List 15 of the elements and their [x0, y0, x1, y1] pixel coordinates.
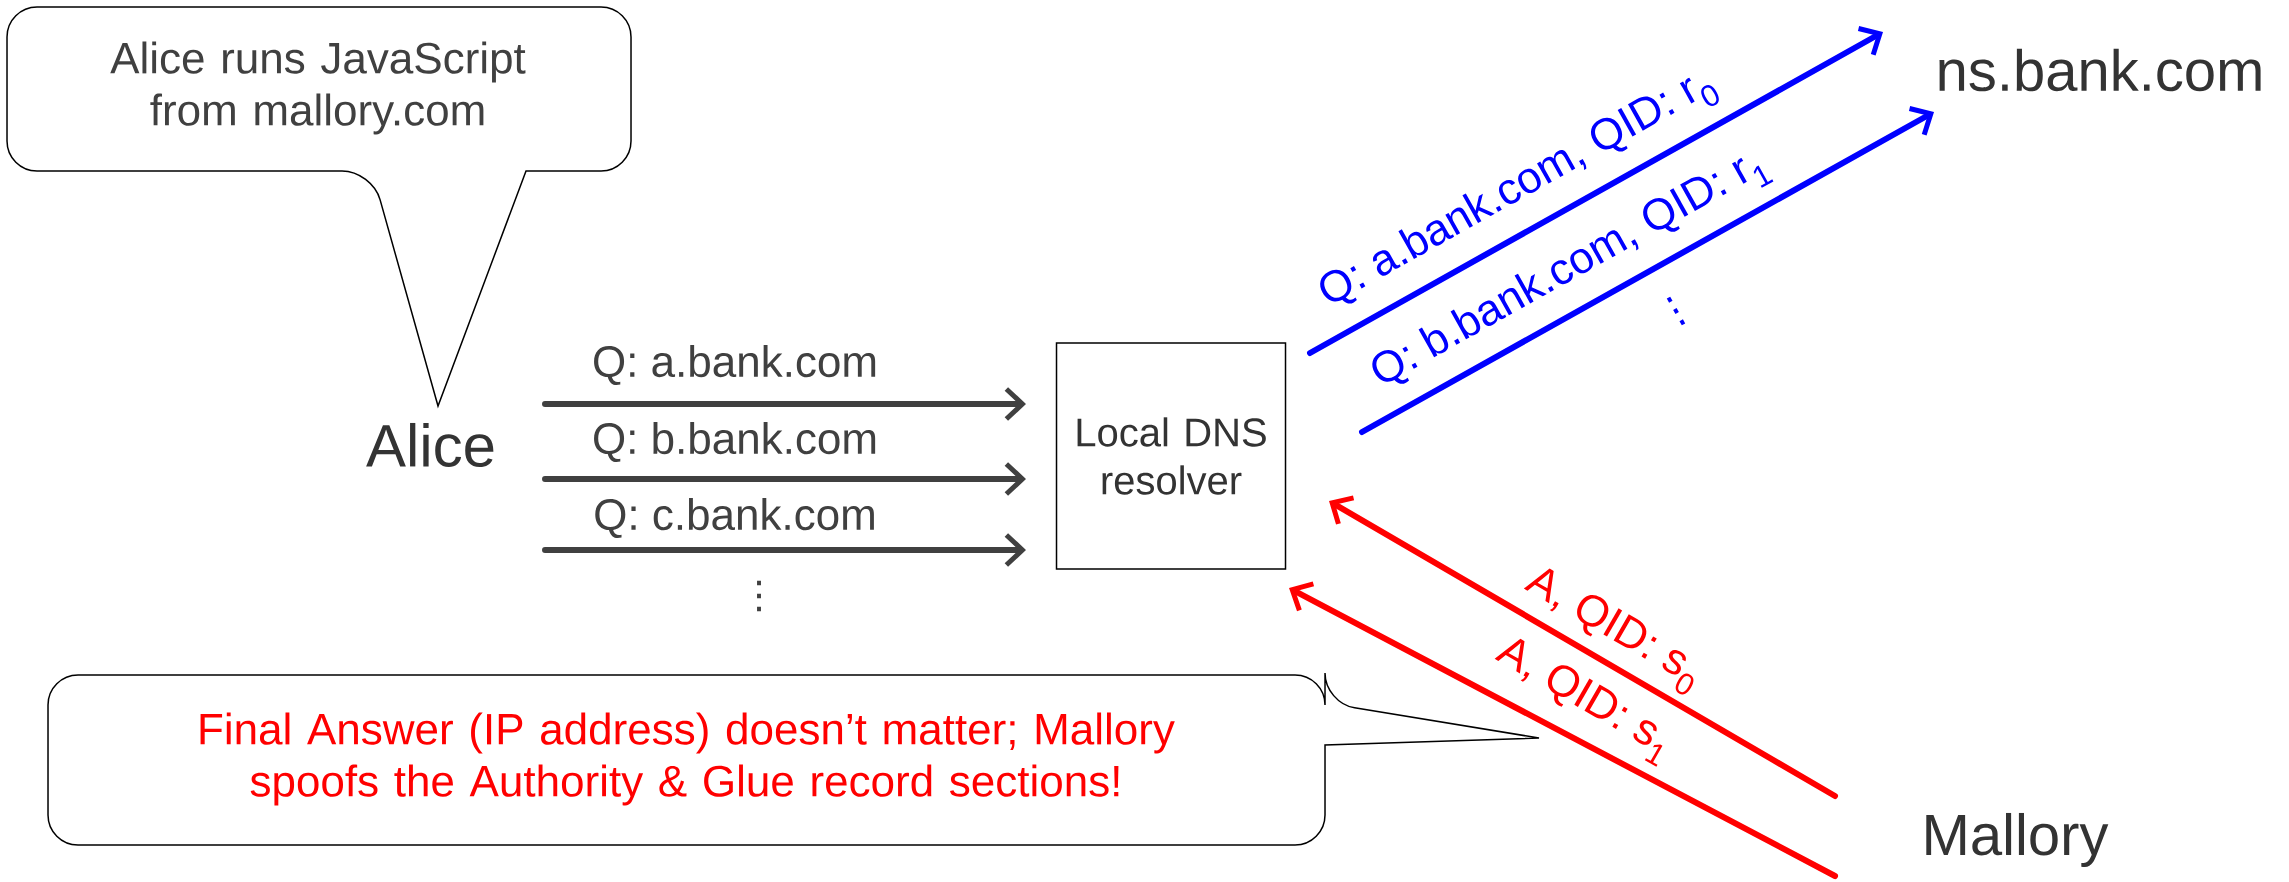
arrow — [542, 533, 1026, 567]
arrow — [542, 462, 1026, 496]
server-label: ns.bank.com — [1939, 48, 2261, 92]
edge-label: Q: c.bank.com — [595, 497, 874, 539]
arrow — [1329, 495, 1838, 799]
ellipsis: ⋮ — [757, 580, 761, 612]
ellipsis: ⋮ — [1666, 296, 1686, 326]
arrow — [542, 387, 1026, 421]
resolver-box: Local DNS resolver — [1055, 342, 1287, 570]
person-label: Alice — [366, 422, 494, 467]
person-label: Mallory — [1926, 812, 2109, 867]
arrow — [1289, 581, 1838, 879]
arrow — [1359, 106, 1934, 435]
edge-label: Q: b.bank.com — [594, 421, 876, 463]
arrow — [1307, 26, 1883, 356]
